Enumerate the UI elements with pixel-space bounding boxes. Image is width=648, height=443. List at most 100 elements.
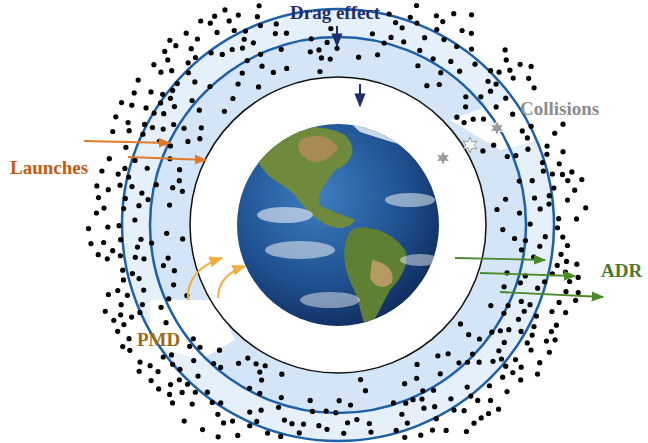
debris-dot bbox=[544, 152, 549, 157]
debris-dot bbox=[117, 183, 122, 188]
debris-dot bbox=[308, 398, 313, 403]
debris-dot bbox=[186, 60, 191, 65]
debris-dot bbox=[368, 430, 373, 435]
debris-dot bbox=[127, 348, 132, 353]
debris-dot bbox=[118, 237, 123, 242]
debris-dot bbox=[175, 81, 180, 86]
debris-dot bbox=[247, 423, 252, 428]
debris-dot bbox=[387, 11, 392, 16]
debris-dot bbox=[501, 284, 506, 289]
debris-dot bbox=[555, 225, 560, 230]
debris-dot bbox=[301, 422, 306, 427]
debris-dot bbox=[462, 120, 467, 125]
debris-dot bbox=[167, 392, 172, 397]
debris-dot bbox=[388, 35, 393, 40]
debris-dot bbox=[438, 70, 443, 75]
earth-ocean bbox=[237, 124, 439, 326]
debris-dot bbox=[168, 382, 173, 387]
debris-dot bbox=[187, 344, 192, 349]
debris-dot bbox=[503, 197, 508, 202]
debris-dot bbox=[184, 31, 189, 36]
debris-dot bbox=[503, 364, 508, 369]
debris-dot bbox=[399, 412, 404, 417]
debris-dot bbox=[220, 52, 225, 57]
collisions-label: Collisions bbox=[520, 98, 599, 120]
debris-dot bbox=[550, 171, 555, 176]
debris-dot bbox=[191, 358, 196, 363]
debris-dot bbox=[101, 240, 106, 245]
debris-dot bbox=[394, 428, 399, 433]
debris-dot bbox=[189, 46, 194, 51]
debris-dot bbox=[333, 410, 338, 415]
adr-arrows bbox=[455, 258, 603, 297]
debris-dot bbox=[235, 433, 240, 438]
debris-dot bbox=[165, 255, 170, 260]
debris-dot bbox=[259, 377, 264, 382]
debris-dot bbox=[161, 111, 166, 116]
debris-dot bbox=[279, 47, 284, 52]
debris-dot bbox=[255, 14, 260, 19]
debris-dot bbox=[334, 46, 339, 51]
debris-dot bbox=[414, 20, 419, 25]
debris-dot bbox=[554, 323, 559, 328]
debris-dot bbox=[488, 303, 493, 308]
cloud bbox=[265, 241, 335, 259]
debris-dot bbox=[434, 27, 439, 32]
debris-dot bbox=[469, 31, 474, 36]
drag-arrow bbox=[336, 26, 338, 46]
debris-dot bbox=[105, 224, 110, 229]
debris-dot bbox=[478, 94, 483, 99]
debris-dot bbox=[502, 340, 507, 345]
debris-dot bbox=[185, 139, 190, 144]
debris-dot bbox=[440, 19, 445, 24]
debris-dot bbox=[273, 31, 278, 36]
debris-dot bbox=[337, 398, 342, 403]
debris-dot bbox=[525, 147, 530, 152]
debris-dot bbox=[557, 300, 562, 305]
debris-dot bbox=[511, 75, 516, 80]
debris-dot bbox=[197, 108, 202, 113]
inner-space bbox=[190, 77, 486, 373]
debris-dot bbox=[121, 206, 126, 211]
debris-dot bbox=[489, 330, 494, 335]
debris-dot bbox=[94, 183, 99, 188]
debris-dot bbox=[547, 350, 552, 355]
debris-dot bbox=[547, 193, 552, 198]
debris-dot bbox=[525, 340, 530, 345]
debris-dot bbox=[510, 112, 515, 117]
debris-dot bbox=[402, 435, 407, 440]
debris-dot bbox=[419, 396, 424, 401]
debris-dot bbox=[130, 271, 135, 276]
adr-arrow bbox=[455, 258, 545, 260]
debris-dot bbox=[171, 122, 176, 127]
earth bbox=[237, 118, 440, 330]
debris-dot bbox=[173, 43, 178, 48]
debris-dot bbox=[557, 161, 562, 166]
debris-dot bbox=[126, 336, 131, 341]
debris-dot bbox=[170, 185, 175, 190]
debris-dot bbox=[518, 62, 523, 67]
debris-dot bbox=[528, 347, 533, 352]
debris-dot bbox=[125, 293, 130, 298]
debris-dot bbox=[543, 234, 548, 239]
debris-dot bbox=[140, 132, 145, 137]
debris-dot bbox=[317, 69, 322, 74]
debris-dot bbox=[512, 236, 517, 241]
debris-dot bbox=[139, 190, 144, 195]
outer-band bbox=[122, 9, 554, 441]
debris-dot bbox=[258, 23, 263, 28]
debris-dot bbox=[530, 332, 535, 337]
debris-dot bbox=[507, 68, 512, 73]
debris-dot bbox=[129, 103, 134, 108]
debris-dot bbox=[123, 145, 128, 150]
debris-dot bbox=[527, 302, 532, 307]
debris-dot bbox=[105, 256, 110, 261]
debris-dot bbox=[236, 361, 241, 366]
andes bbox=[370, 260, 393, 287]
launches-label: Launches bbox=[10, 157, 88, 179]
debris-dot bbox=[500, 227, 505, 232]
debris-dot bbox=[271, 70, 276, 75]
debris-dot bbox=[136, 78, 141, 83]
debris-dot bbox=[375, 52, 380, 57]
debris-dot bbox=[541, 168, 546, 173]
